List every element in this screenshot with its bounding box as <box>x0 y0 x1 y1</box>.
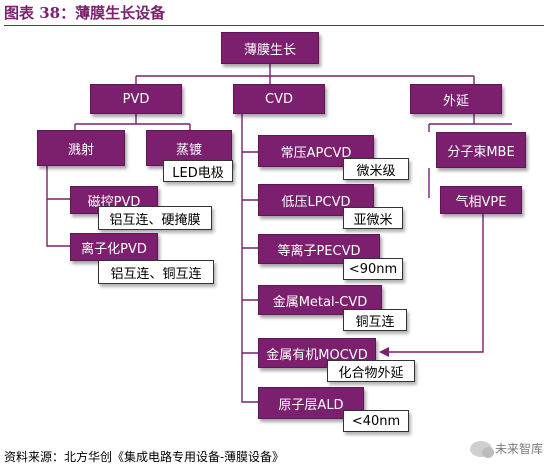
title-divider <box>4 25 544 26</box>
arrow-head-icon <box>379 347 389 357</box>
figure-title: 图表 38：薄膜生长设备 <box>4 4 166 22</box>
category-epitaxy: 外延 <box>410 84 502 114</box>
source-note: 资料来源：北方华创《集成电路专用设备-薄膜设备》 <box>4 450 285 464</box>
tag-evaporation: LED电极 <box>163 160 233 182</box>
category-pvd: PVD <box>90 84 182 114</box>
tag-lpcvd: 亚微米 <box>343 207 403 229</box>
tag-magnetron-pvd: 铝互连、硬掩膜 <box>98 206 212 230</box>
tag-ionized-pvd: 铝互连、铜互连 <box>98 260 214 284</box>
category-cvd: CVD <box>233 84 325 114</box>
root-connector <box>135 64 475 84</box>
tag-apcvd: 微米级 <box>343 158 409 180</box>
watermark-text: 未来智库 <box>495 442 544 456</box>
vpe-to-mocvd-connector <box>388 214 484 353</box>
node-evaporation: 蒸镀 <box>146 130 232 166</box>
pvd-connector <box>74 114 191 130</box>
wechat-icon <box>470 440 494 458</box>
epitaxy-connector <box>428 114 512 198</box>
tag-mocvd: 化合物外延 <box>327 360 415 382</box>
tag-pecvd: <90nm <box>343 258 403 280</box>
cvd-connector <box>241 114 258 403</box>
node-sputtering: 溅射 <box>37 130 125 166</box>
tag-ald: <40nm <box>343 410 409 432</box>
node-ionized-pvd: 离子化PVD <box>70 233 158 261</box>
watermark: 未来智库 <box>470 440 544 458</box>
node-vpe: 气相VPE <box>440 186 522 214</box>
root-node: 薄膜生长 <box>221 32 319 64</box>
tag-metal-cvd: 铜互连 <box>343 309 407 331</box>
node-mbe: 分子束MBE <box>436 132 526 168</box>
sputtering-connector <box>46 166 70 247</box>
